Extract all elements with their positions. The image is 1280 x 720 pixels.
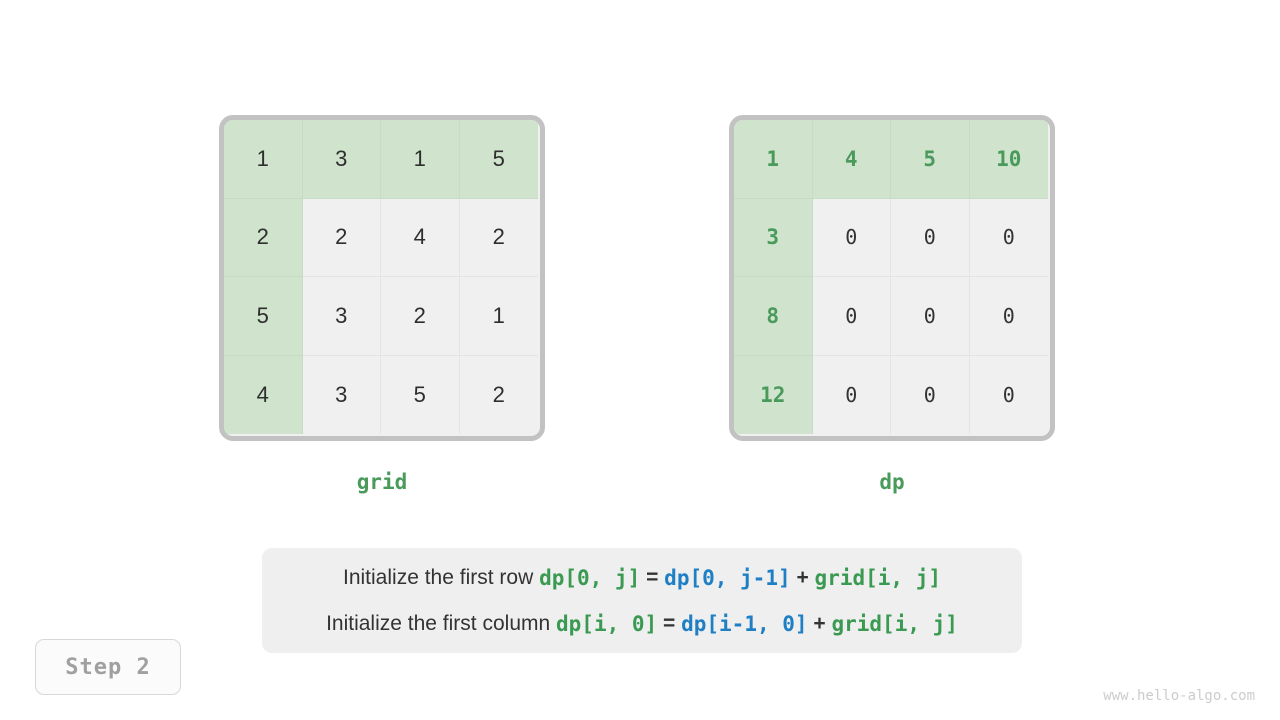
dp-cell-0-2: 5 [891, 120, 970, 199]
grid-cell-3-1: 3 [302, 355, 381, 434]
grid-cell-3-2: 5 [381, 355, 460, 434]
grid-caption: grid [356, 470, 408, 494]
matrix-row: 1 3 1 5 [224, 120, 540, 199]
grid-cell-1-0: 2 [224, 198, 303, 277]
formula-line1-equals: = [640, 565, 665, 589]
matrix-row: 5 3 2 1 [224, 277, 540, 356]
grid-cell-0-3: 5 [459, 120, 538, 199]
matrix-row: 4 3 5 2 [224, 355, 540, 434]
dp-cell-2-0: 8 [734, 277, 813, 356]
formula-line1-plus: + [790, 565, 815, 589]
grid-cell-2-1: 3 [302, 277, 381, 356]
formula-line2-rhs1: dp[i-1, 0] [681, 611, 808, 636]
formula-line1-lhs: dp[0, j] [539, 565, 641, 590]
dp-cell-2-3: 0 [969, 277, 1048, 356]
dp-cell-2-1: 0 [812, 277, 891, 356]
formula-line2-equals: = [657, 611, 682, 635]
formula-line2-lhs: dp[i, 0] [556, 611, 658, 636]
matrix-row: 1 4 5 10 [734, 120, 1050, 199]
formula-line-first-column: Initialize the first column dp[i, 0] = d… [326, 601, 958, 647]
dp-cell-1-3: 0 [969, 198, 1048, 277]
grid-cell-1-3: 2 [459, 198, 538, 277]
matrix-row: 8 0 0 0 [734, 277, 1050, 356]
matrix-row: 12 0 0 0 [734, 355, 1050, 434]
dp-caption: dp [879, 470, 905, 494]
formula-line-first-row: Initialize the first row dp[0, j] = dp[0… [343, 555, 941, 601]
formula-line1-rhs2: grid[i, j] [814, 565, 941, 590]
dp-cell-0-1: 4 [812, 120, 891, 199]
dp-cell-0-3: 10 [969, 120, 1048, 199]
formula-panel: Initialize the first row dp[0, j] = dp[0… [262, 548, 1022, 653]
grid-cell-1-1: 2 [302, 198, 381, 277]
formula-line2-rhs2: grid[i, j] [831, 611, 958, 636]
dp-matrix: 1 4 5 10 3 0 0 0 8 0 0 0 12 0 0 0 [729, 115, 1055, 441]
grid-cell-2-2: 2 [381, 277, 460, 356]
grid-cell-3-0: 4 [224, 355, 303, 434]
matrix-row: 2 2 4 2 [224, 198, 540, 277]
grid-matrix: 1 3 1 5 2 2 4 2 5 3 2 1 4 3 5 2 [219, 115, 545, 441]
dp-cell-3-1: 0 [812, 355, 891, 434]
grid-cell-0-0: 1 [224, 120, 303, 199]
grid-cell-2-0: 5 [224, 277, 303, 356]
grid-cell-2-3: 1 [459, 277, 538, 356]
formula-line1-rhs1: dp[0, j-1] [664, 565, 791, 590]
grid-cell-0-2: 1 [381, 120, 460, 199]
dp-cell-3-3: 0 [969, 355, 1048, 434]
matrix-row: 3 0 0 0 [734, 198, 1050, 277]
dp-cell-3-2: 0 [891, 355, 970, 434]
formula-line2-plus: + [807, 611, 832, 635]
watermark: www.hello-algo.com [1103, 688, 1255, 704]
formula-line1-prefix: Initialize the first row [343, 565, 540, 589]
dp-cell-2-2: 0 [891, 277, 970, 356]
dp-cell-3-0: 12 [734, 355, 813, 434]
grid-cell-1-2: 4 [381, 198, 460, 277]
step-badge: Step 2 [35, 639, 181, 695]
grid-cell-0-1: 3 [302, 120, 381, 199]
dp-cell-0-0: 1 [734, 120, 813, 199]
dp-cell-1-1: 0 [812, 198, 891, 277]
dp-cell-1-0: 3 [734, 198, 813, 277]
grid-cell-3-3: 2 [459, 355, 538, 434]
dp-cell-1-2: 0 [891, 198, 970, 277]
formula-line2-prefix: Initialize the first column [326, 611, 557, 635]
